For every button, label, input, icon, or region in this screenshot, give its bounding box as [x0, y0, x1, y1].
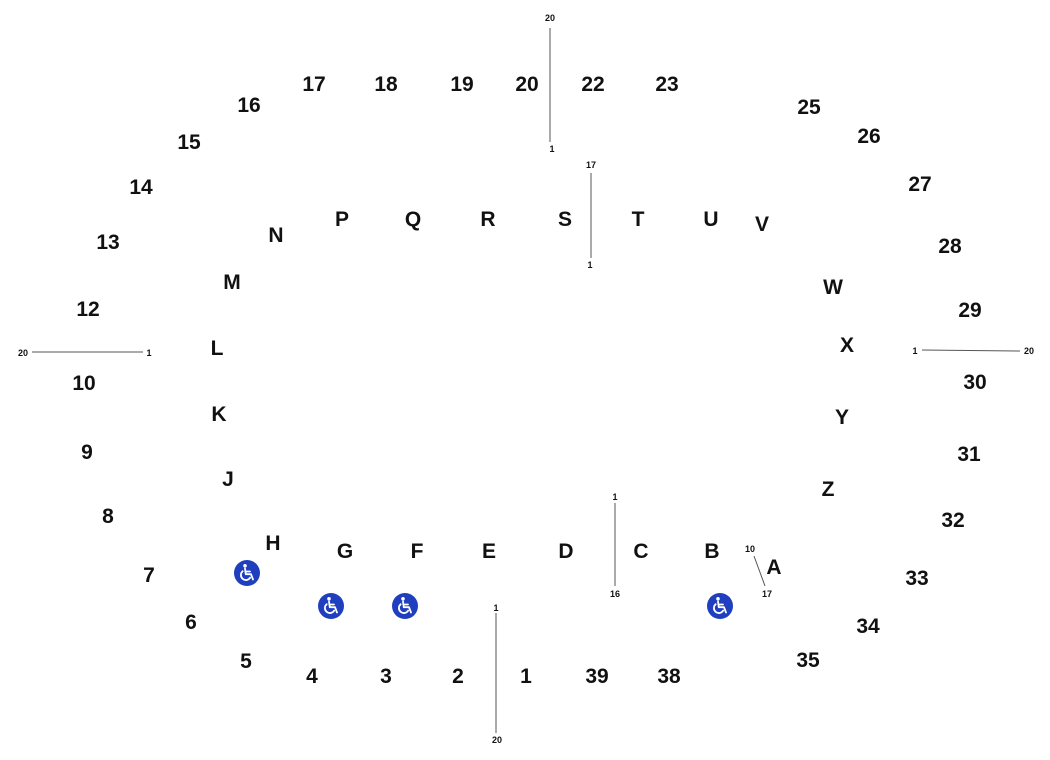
section-27[interactable]: 27	[908, 173, 931, 196]
section-N[interactable]: N	[268, 224, 283, 247]
section-C[interactable]: C	[633, 540, 648, 563]
section-25[interactable]: 25	[797, 96, 821, 119]
row-label-top-outer-end: 20	[545, 13, 555, 23]
wheelchair-icon[interactable]	[707, 593, 733, 619]
section-X[interactable]: X	[840, 334, 854, 357]
section-8[interactable]: 8	[102, 505, 114, 528]
section-6[interactable]: 6	[185, 611, 197, 634]
section-22[interactable]: 22	[581, 73, 604, 96]
row-label-right-outer-end: 20	[1024, 346, 1034, 356]
section-H[interactable]: H	[265, 532, 280, 555]
section-35[interactable]: 35	[796, 649, 820, 672]
section-1[interactable]: 1	[520, 665, 532, 688]
wheelchair-icon[interactable]	[318, 593, 344, 619]
row-label-bottom-inner-start: 1	[612, 492, 617, 502]
section-V[interactable]: V	[755, 213, 769, 236]
section-S[interactable]: S	[558, 208, 572, 231]
section-W[interactable]: W	[823, 276, 843, 299]
section-13[interactable]: 13	[96, 231, 119, 254]
section-A[interactable]: A	[766, 556, 781, 579]
section-Z[interactable]: Z	[822, 478, 835, 501]
section-2[interactable]: 2	[452, 665, 464, 688]
wheelchair-icon[interactable]	[392, 593, 418, 619]
row-label-top-inner-start: 1	[587, 260, 592, 270]
row-label-top-inner-end: 17	[586, 160, 596, 170]
section-15[interactable]: 15	[177, 131, 201, 154]
section-F[interactable]: F	[411, 540, 424, 563]
section-K[interactable]: K	[211, 403, 226, 426]
section-B[interactable]: B	[704, 540, 719, 563]
row-label-section-a-end: 17	[762, 589, 772, 599]
row-label-top-outer-start: 1	[549, 144, 554, 154]
section-G[interactable]: G	[337, 540, 353, 563]
section-T[interactable]: T	[632, 208, 645, 231]
row-label-bottom-outer-start: 1	[493, 603, 498, 613]
section-32[interactable]: 32	[941, 509, 964, 532]
section-14[interactable]: 14	[129, 176, 153, 199]
section-16[interactable]: 16	[237, 94, 260, 117]
section-39[interactable]: 39	[585, 665, 608, 688]
section-20[interactable]: 20	[515, 73, 538, 96]
section-D[interactable]: D	[558, 540, 573, 563]
outer-sections: 1 2 3 4 5 6 7 8 9 10 12 13 14 15 16 17 1…	[72, 73, 986, 688]
section-J[interactable]: J	[222, 468, 234, 491]
section-Y[interactable]: Y	[835, 406, 849, 429]
section-18[interactable]: 18	[374, 73, 398, 96]
divider-section-a	[753, 555, 766, 587]
accessible-seating	[234, 560, 733, 619]
section-29[interactable]: 29	[958, 299, 981, 322]
section-23[interactable]: 23	[655, 73, 678, 96]
section-E[interactable]: E	[482, 540, 496, 563]
row-label-right-outer-start: 1	[912, 346, 917, 356]
section-17[interactable]: 17	[302, 73, 325, 96]
section-30[interactable]: 30	[963, 371, 986, 394]
row-label-section-a-start: 10	[745, 544, 755, 554]
section-38[interactable]: 38	[657, 665, 681, 688]
row-label-bottom-inner-end: 16	[610, 589, 620, 599]
row-label-bottom-outer-end: 20	[492, 735, 502, 745]
row-label-left-outer-end: 20	[18, 348, 28, 358]
section-19[interactable]: 19	[450, 73, 473, 96]
inner-sections: A B C D E F G H J K L M N P Q R S T U V …	[211, 208, 854, 579]
wheelchair-icon[interactable]	[234, 560, 260, 586]
section-26[interactable]: 26	[857, 125, 880, 148]
divider-right-outer	[921, 349, 1021, 352]
section-U[interactable]: U	[703, 208, 718, 231]
section-3[interactable]: 3	[380, 665, 392, 688]
section-R[interactable]: R	[480, 208, 495, 231]
section-M[interactable]: M	[223, 271, 241, 294]
section-5[interactable]: 5	[240, 650, 252, 673]
section-P[interactable]: P	[335, 208, 349, 231]
section-4[interactable]: 4	[306, 665, 318, 688]
section-9[interactable]: 9	[81, 441, 93, 464]
section-33[interactable]: 33	[905, 567, 928, 590]
section-7[interactable]: 7	[143, 564, 155, 587]
section-34[interactable]: 34	[856, 615, 880, 638]
section-12[interactable]: 12	[76, 298, 99, 321]
row-label-left-outer-start: 1	[146, 348, 151, 358]
section-28[interactable]: 28	[938, 235, 962, 258]
section-L[interactable]: L	[211, 337, 224, 360]
section-Q[interactable]: Q	[405, 208, 421, 231]
section-10[interactable]: 10	[72, 372, 95, 395]
section-31[interactable]: 31	[957, 443, 981, 466]
